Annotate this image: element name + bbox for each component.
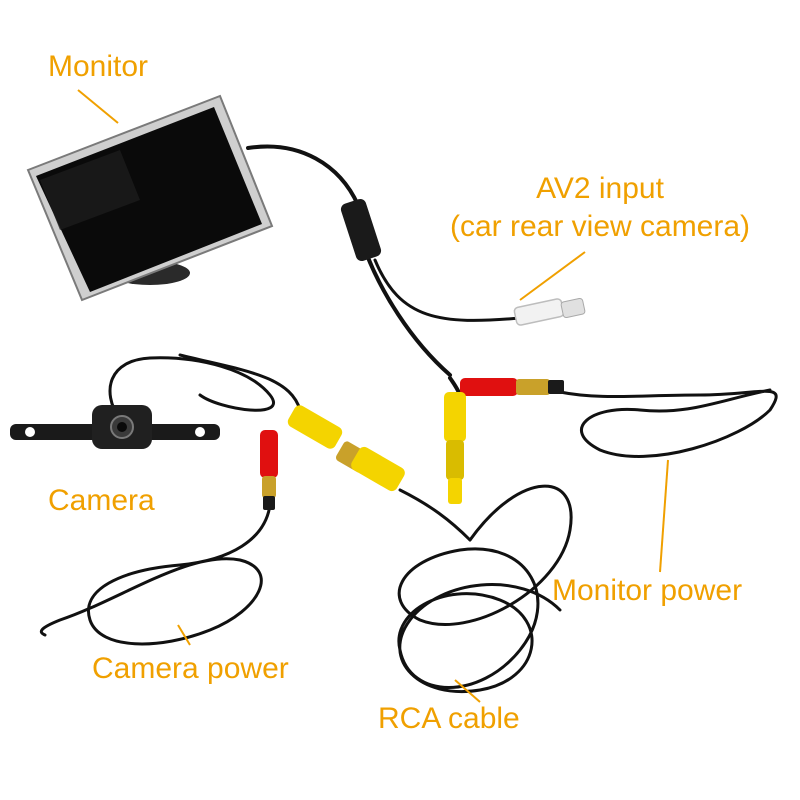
cables [39,144,778,693]
camera-power-label: Camera power [92,652,289,685]
camera-power-leader [177,624,191,646]
monitor-label: Monitor [48,50,149,83]
yellow-plug-upper [444,392,466,442]
camera-power-cable [39,503,272,646]
red-plug-body [460,378,518,396]
monitor-power-plug [460,378,564,396]
av2-input-plug [513,297,586,326]
rca-cable-label: RCA cable [378,702,520,735]
camera-harness-cable [108,356,275,422]
camera-video-plug [287,405,405,492]
camera [10,405,220,449]
trunk-cable [363,248,452,377]
white-plug-tip [560,297,586,319]
camera-yellow-plug-b [351,446,405,492]
camera-power-plug [260,430,278,510]
rca-cable-coil [397,484,573,693]
red-plug-ring [516,379,550,395]
camera-yellow-plug-a [287,405,343,449]
monitor-screen-reflection [40,150,140,230]
yellow-plug-lower [446,440,464,480]
monitor-screen [36,107,262,292]
av2-leader [519,251,586,301]
camera-label: Camera [48,484,155,517]
monitor-cable [246,144,360,207]
av2-input-label: AV2 input [536,172,664,205]
yellow-plug-tip [448,478,462,504]
leader-lines [77,89,669,703]
red-plug-end [548,380,564,394]
monitor-power-leader [659,459,669,573]
camera-red-plug-end [263,496,275,510]
camera-lead [178,353,302,412]
mount-hole-left [25,427,35,437]
monitor-power-cable [558,388,778,458]
rca-link [398,488,472,542]
av2-input-sublabel: (car rear view camera) [449,210,751,243]
monitor-power-label: Monitor power [552,574,743,607]
monitor-leader [77,89,119,124]
monitor [26,94,274,302]
mount-hole-right [195,427,205,437]
camera-lens-center [117,422,127,432]
white-plug-body [513,298,565,326]
camera-red-plug-body [260,430,278,478]
cable-junction [340,199,382,261]
monitor-video-plug [444,392,466,504]
rca-cable-leader [454,679,481,703]
camera-red-plug-ring [262,476,276,498]
av2-cable [373,258,522,322]
